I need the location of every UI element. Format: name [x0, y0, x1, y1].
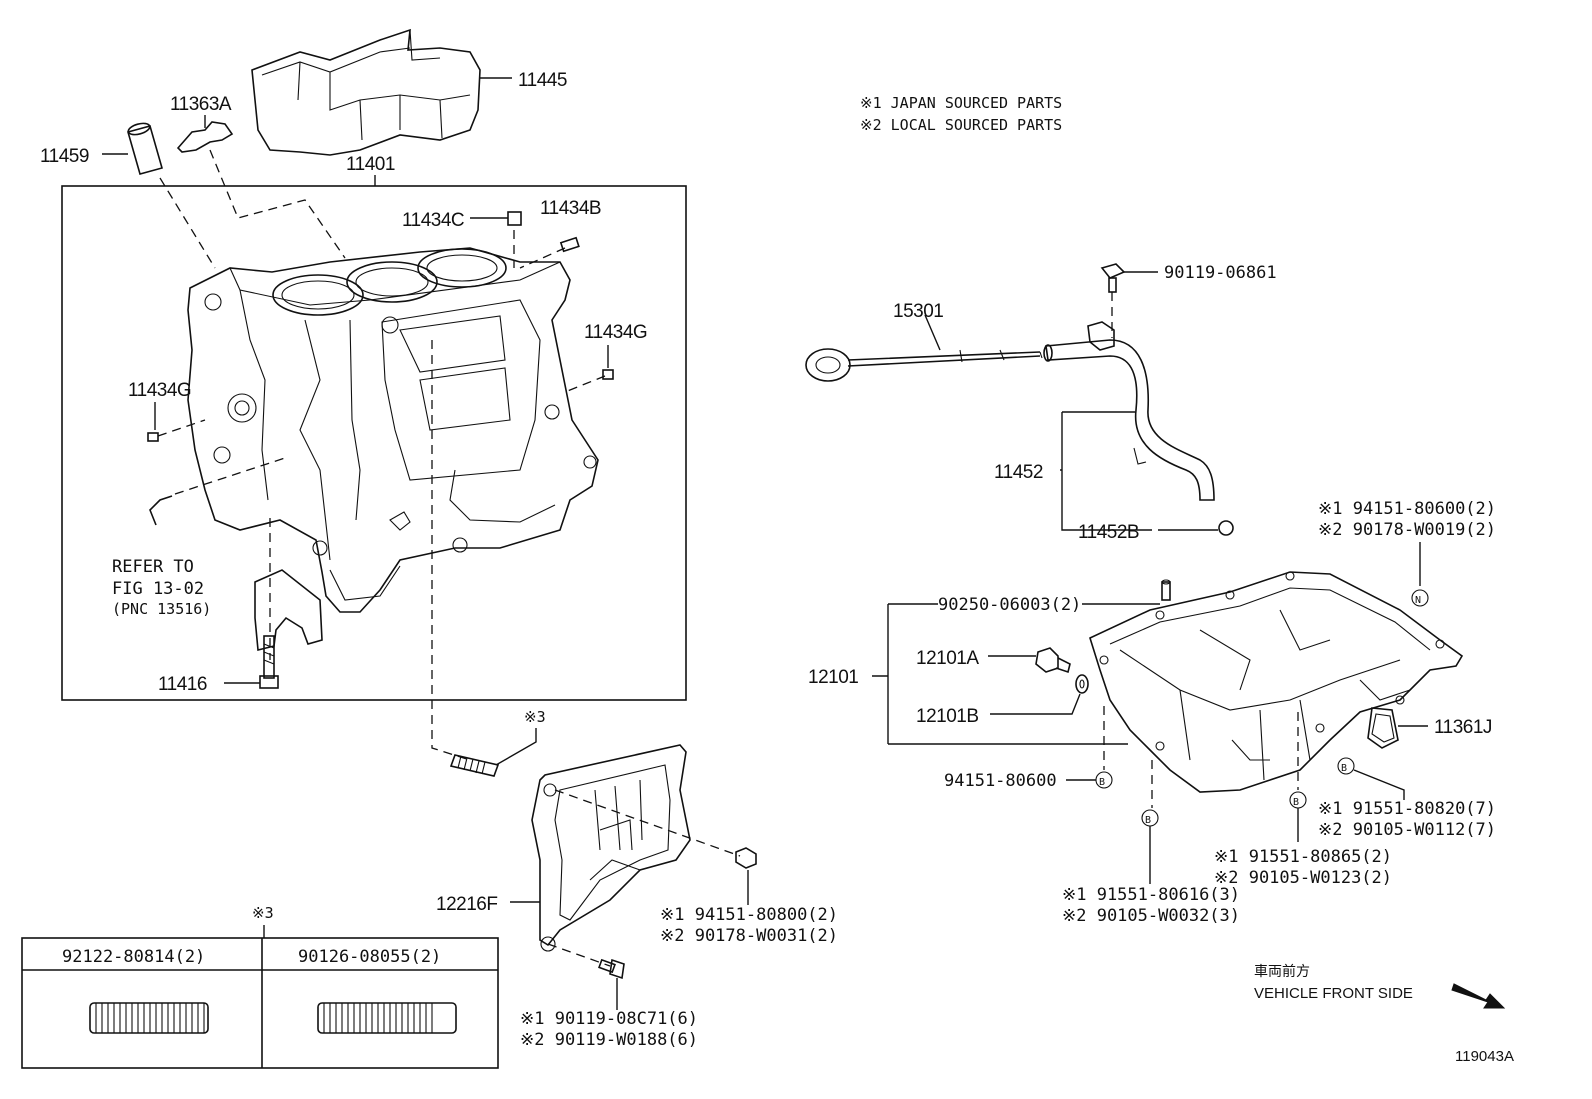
- label-pan-gasket-2: ※2 90178-W0019(2): [1318, 520, 1496, 540]
- gasket-12101B-drawing: [1075, 674, 1089, 694]
- dash-pipe: [174, 457, 286, 495]
- refer-pipe-drawing: [149, 495, 173, 526]
- circle-b-80616-text: B: [1145, 815, 1151, 826]
- part-11445-cover-drawing: [251, 28, 481, 156]
- label-12216F: 12216F: [436, 894, 497, 915]
- part-11434C-drawing: [507, 211, 522, 226]
- label-90250-06003: 90250-06003(2): [938, 595, 1081, 615]
- part-11434G-left-drawing: [147, 432, 159, 442]
- label-nut-2: ※2 90178-W0031(2): [660, 926, 838, 946]
- label-11401: 11401: [346, 154, 395, 175]
- leader-12101B: [990, 693, 1081, 715]
- label-11434B: 11434B: [540, 198, 601, 219]
- label-11363A: 11363A: [170, 94, 232, 115]
- label-12101: 12101: [808, 667, 858, 688]
- nut-94151-80800-drawing: [735, 847, 757, 869]
- bolt-90119-08C71-drawing: [598, 958, 625, 980]
- part-11434B-drawing: [559, 236, 580, 253]
- label-15301: 15301: [893, 301, 943, 322]
- dash-bolt: [547, 943, 611, 967]
- label-80616-2: ※2 90105-W0032(3): [1062, 906, 1240, 926]
- circle-b-80820-text: B: [1341, 763, 1347, 774]
- circle-b-80820: [1337, 757, 1355, 775]
- label-11434G-left: 11434G: [128, 380, 191, 401]
- dash-11363A: [209, 149, 346, 259]
- bracket-12101: [872, 603, 1128, 745]
- stud-drawing: [449, 754, 500, 777]
- part-11452-guide-drawing: [1043, 321, 1234, 536]
- dash-11459: [159, 177, 216, 269]
- figure-id: 119043A: [1455, 1048, 1514, 1065]
- part-11361J-drawing: [1367, 707, 1399, 749]
- front-arrow-icon: [1451, 983, 1506, 1009]
- dash-stud: [431, 340, 471, 761]
- refer-line-1: REFER TO: [112, 557, 194, 577]
- plug-12101A-drawing: [1035, 647, 1071, 674]
- refer-line-2: FIG 13-02: [112, 579, 204, 599]
- stud-90126-drawing: [317, 1002, 457, 1034]
- part-11434G-right-drawing: [602, 369, 614, 380]
- label-11459: 11459: [40, 146, 89, 167]
- bracket-11452: [1060, 411, 1152, 531]
- part-11459-tube-drawing: [127, 122, 163, 175]
- label-80820-1: ※1 91551-80820(7): [1318, 799, 1496, 819]
- note-japan-sourced: ※1 JAPAN SOURCED PARTS: [860, 94, 1062, 112]
- label-bolt-2: ※2 90119-W0188(6): [520, 1030, 698, 1050]
- label-nut-1: ※1 94151-80800(2): [660, 905, 838, 925]
- label-80865-1: ※1 91551-80865(2): [1214, 847, 1392, 867]
- bolt-90119-06861-drawing: [1100, 263, 1126, 293]
- front-label-en: VEHICLE FRONT SIDE: [1254, 985, 1413, 1002]
- label-90119-06861: 90119-06861: [1164, 263, 1277, 283]
- part-11401-engine-block-drawing: [187, 247, 599, 613]
- label-94151-80600: 94151-80600: [944, 771, 1057, 791]
- circle-n-text: N: [1415, 595, 1421, 606]
- part-11416-bolt-drawing: [259, 635, 279, 689]
- mark3-table: ※3: [252, 904, 274, 922]
- label-80616-1: ※1 91551-80616(3): [1062, 885, 1240, 905]
- part-15301-dipstick-drawing: [805, 348, 1043, 382]
- label-11416: 11416: [158, 674, 207, 695]
- block-assembly-frame: [61, 185, 687, 701]
- mark3-stud: ※3: [524, 708, 546, 726]
- label-11445: 11445: [518, 70, 567, 91]
- part-11363A-bracket-drawing: [176, 121, 234, 153]
- dash-11434G-right: [564, 375, 606, 393]
- label-pan-gasket-1: ※1 94151-80600(2): [1318, 499, 1496, 519]
- label-80865-2: ※2 90105-W0123(2): [1214, 868, 1392, 888]
- label-12101B: 12101B: [916, 706, 979, 727]
- leader-b-80820: [1353, 769, 1405, 800]
- circle-b-80865-text: B: [1293, 797, 1299, 808]
- refer-line-3: (PNC 13516): [112, 600, 211, 618]
- label-11452: 11452: [994, 462, 1043, 483]
- label-12101A: 12101A: [916, 648, 979, 669]
- leader-stud: [495, 728, 537, 766]
- stud-table: [21, 937, 499, 1069]
- dash-nut: [554, 789, 741, 857]
- circle-b-94151-text: B: [1099, 777, 1105, 788]
- dash-11434G-left: [157, 419, 206, 437]
- stud-table-col1: 92122-80814(2): [62, 947, 205, 967]
- note-local-sourced: ※2 LOCAL SOURCED PARTS: [860, 116, 1062, 134]
- label-11361J: 11361J: [1434, 717, 1492, 738]
- label-80820-2: ※2 90105-W0112(7): [1318, 820, 1496, 840]
- front-label-jp: 車両前方: [1254, 963, 1310, 980]
- stud-table-col2: 90126-08055(2): [298, 947, 441, 967]
- part-12101-oil-pan-drawing: [1089, 571, 1464, 793]
- part-12216F-plate-drawing: [531, 744, 691, 952]
- leader-15301: [924, 314, 941, 351]
- stud-90250-06003-drawing: [1161, 579, 1171, 601]
- dash-11434B: [519, 247, 566, 269]
- label-11452B: 11452B: [1078, 522, 1139, 543]
- circle-n-marker: [1411, 589, 1429, 607]
- label-11434G-right: 11434G: [584, 322, 647, 343]
- stud-92122-drawing: [89, 1002, 209, 1034]
- label-11434C: 11434C: [402, 210, 464, 231]
- label-bolt-1: ※1 90119-08C71(6): [520, 1009, 698, 1029]
- bearing-cap-drawing: [254, 569, 323, 652]
